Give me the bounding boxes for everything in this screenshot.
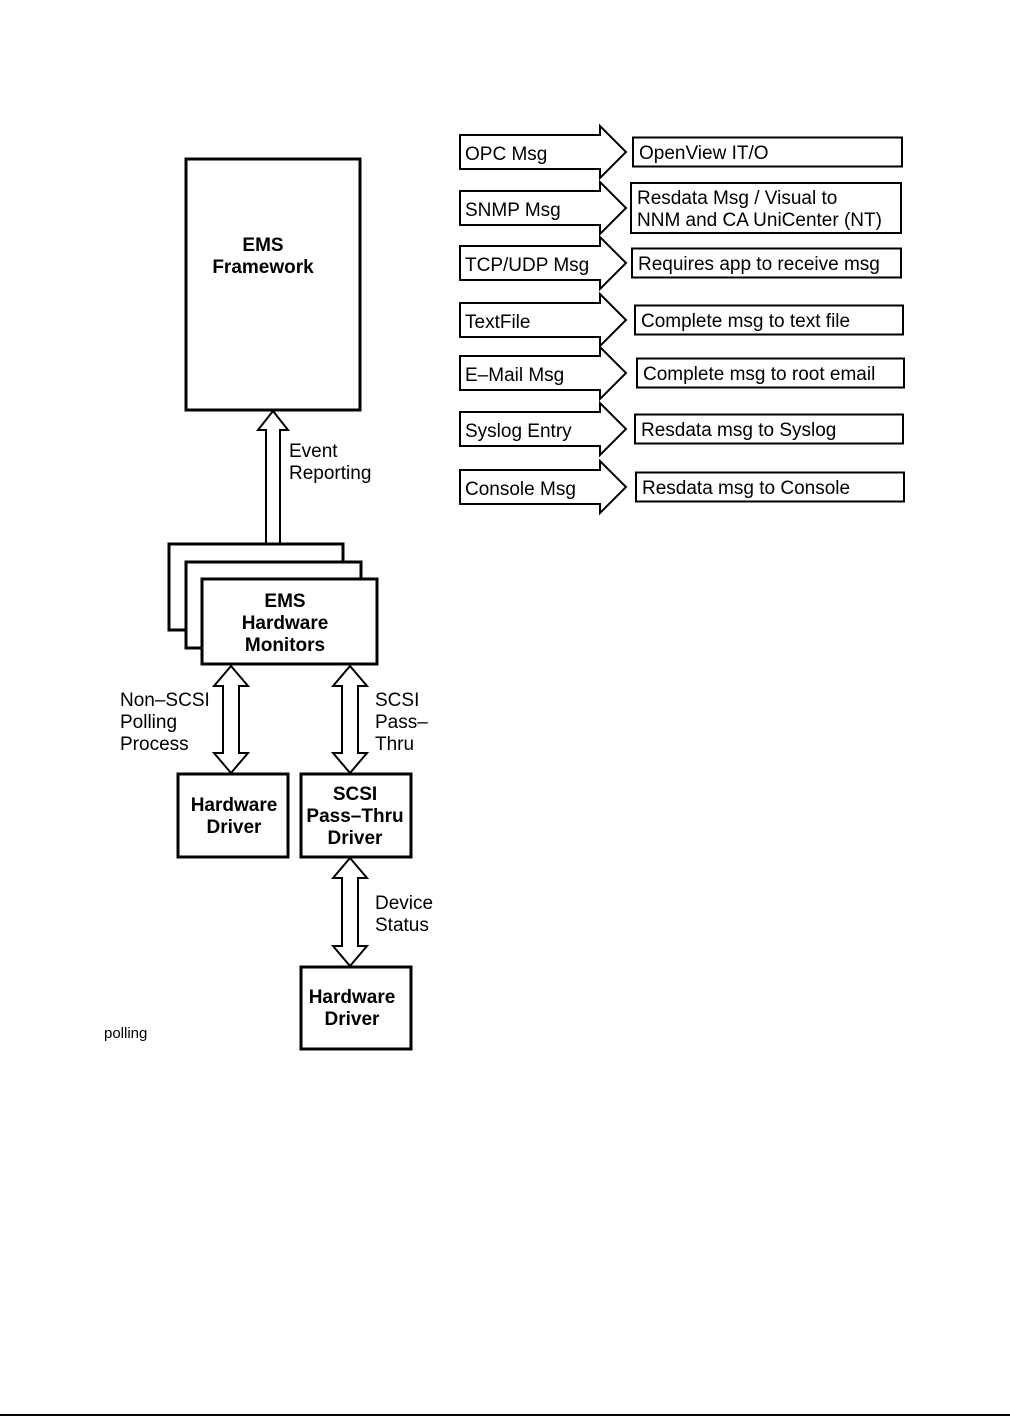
monitors-label-line3: Monitors xyxy=(245,635,325,656)
notification-source-label: TextFile xyxy=(465,312,530,333)
hardware-driver-bottom-line2: Driver xyxy=(325,1009,381,1030)
notification-source-label: Syslog Entry xyxy=(465,421,572,442)
notification-source-arrow xyxy=(459,458,628,516)
ems-hardware-monitors-stack: EMS Hardware Monitors xyxy=(167,542,379,666)
event-reporting-arrow xyxy=(255,409,291,546)
hardware-driver-left-line1: Hardware xyxy=(191,795,278,816)
non-scsi-label-line1: Non–SCSI xyxy=(120,690,210,711)
notification-source-arrow xyxy=(459,400,628,458)
hardware-driver-left-line2: Driver xyxy=(207,817,263,838)
non-scsi-polling-arrow xyxy=(211,664,251,775)
notification-target-label: Complete msg to text file xyxy=(641,311,850,332)
monitors-label-line2: Hardware xyxy=(242,613,329,634)
notification-source-label: TCP/UDP Msg xyxy=(465,255,589,276)
notification-target-label: Resdata msg to Syslog xyxy=(641,420,836,441)
non-scsi-label-line3: Process xyxy=(120,734,189,755)
hardware-driver-bottom-box: Hardware Driver xyxy=(299,965,413,1051)
scsi-driver-rect xyxy=(299,772,413,859)
scsi-pass-thru-arrow xyxy=(330,664,370,775)
notification-target-label: Resdata Msg / Visual to xyxy=(637,188,837,209)
scsi-driver-line1: SCSI xyxy=(333,784,377,805)
event-reporting-label-line1: Event xyxy=(289,441,338,462)
hardware-driver-bottom-rect xyxy=(299,965,413,1051)
monitors-label-line1: EMS xyxy=(264,591,305,612)
notification-methods: OPC Msg OpenView IT/O SNMP Msg Resdata Msg … xyxy=(459,123,905,516)
device-status-label-line1: Device xyxy=(375,893,433,914)
ems-framework-box: EMS Framework xyxy=(184,157,362,412)
hardware-driver-left-box: Hardware Driver xyxy=(176,772,290,859)
notification-row: TextFile Complete msg to text file xyxy=(459,291,904,349)
hardware-driver-bottom-line1: Hardware xyxy=(309,987,396,1008)
notification-target-label: Resdata msg to Console xyxy=(642,478,850,499)
notification-source-arrow xyxy=(459,123,628,181)
framework-rect xyxy=(184,157,362,412)
scsi-pass-thru-driver-box: SCSI Pass–Thru Driver xyxy=(299,772,413,859)
event-reporting-label-line2: Reporting xyxy=(289,463,371,484)
notification-source-label: OPC Msg xyxy=(465,144,547,165)
notification-source-arrow xyxy=(459,344,628,402)
notification-target-box xyxy=(634,413,904,445)
notification-target-label: NNM and CA UniCenter (NT) xyxy=(637,210,882,231)
notification-row: Syslog Entry Resdata msg to Syslog xyxy=(459,400,904,458)
device-status-arrow xyxy=(330,856,370,968)
footnote-polling: polling xyxy=(104,1025,147,1042)
notification-target-label: OpenView IT/O xyxy=(639,143,769,164)
notification-target-box xyxy=(631,247,902,279)
notification-source-label: SNMP Msg xyxy=(465,200,561,221)
notification-target-box xyxy=(634,304,904,336)
framework-label-line1: EMS xyxy=(242,235,283,256)
notification-row: TCP/UDP Msg Requires app to receive msg xyxy=(459,234,902,292)
scsi-passthru-label-line1: SCSI xyxy=(375,690,419,711)
notification-source-label: Console Msg xyxy=(465,479,576,500)
notification-target-label: Complete msg to root email xyxy=(643,364,875,385)
notification-row: E–Mail Msg Complete msg to root email xyxy=(459,344,905,402)
scsi-driver-line2: Pass–Thru xyxy=(306,806,403,827)
non-scsi-label-line2: Polling xyxy=(120,712,177,733)
device-status-label-line2: Status xyxy=(375,915,429,936)
notification-source-arrow xyxy=(459,291,628,349)
scsi-passthru-label-line3: Thru xyxy=(375,734,414,755)
framework-label-line2: Framework xyxy=(212,257,314,278)
hardware-driver-left-rect xyxy=(176,772,290,859)
notification-source-arrow xyxy=(459,234,628,292)
notification-row: Console Msg Resdata msg to Console xyxy=(459,458,905,516)
scsi-driver-line3: Driver xyxy=(328,828,384,849)
notification-target-label: Requires app to receive msg xyxy=(638,254,880,275)
notification-row: OPC Msg OpenView IT/O xyxy=(459,123,903,181)
notification-source-arrow xyxy=(459,179,628,237)
monitor-stack-front xyxy=(200,577,379,666)
notification-source-label: E–Mail Msg xyxy=(465,365,564,386)
notification-target-box xyxy=(630,182,902,234)
scsi-passthru-label-line2: Pass– xyxy=(375,712,428,733)
notification-target-box xyxy=(635,471,905,503)
notification-target-box xyxy=(636,357,905,389)
notification-target-box xyxy=(632,136,903,168)
